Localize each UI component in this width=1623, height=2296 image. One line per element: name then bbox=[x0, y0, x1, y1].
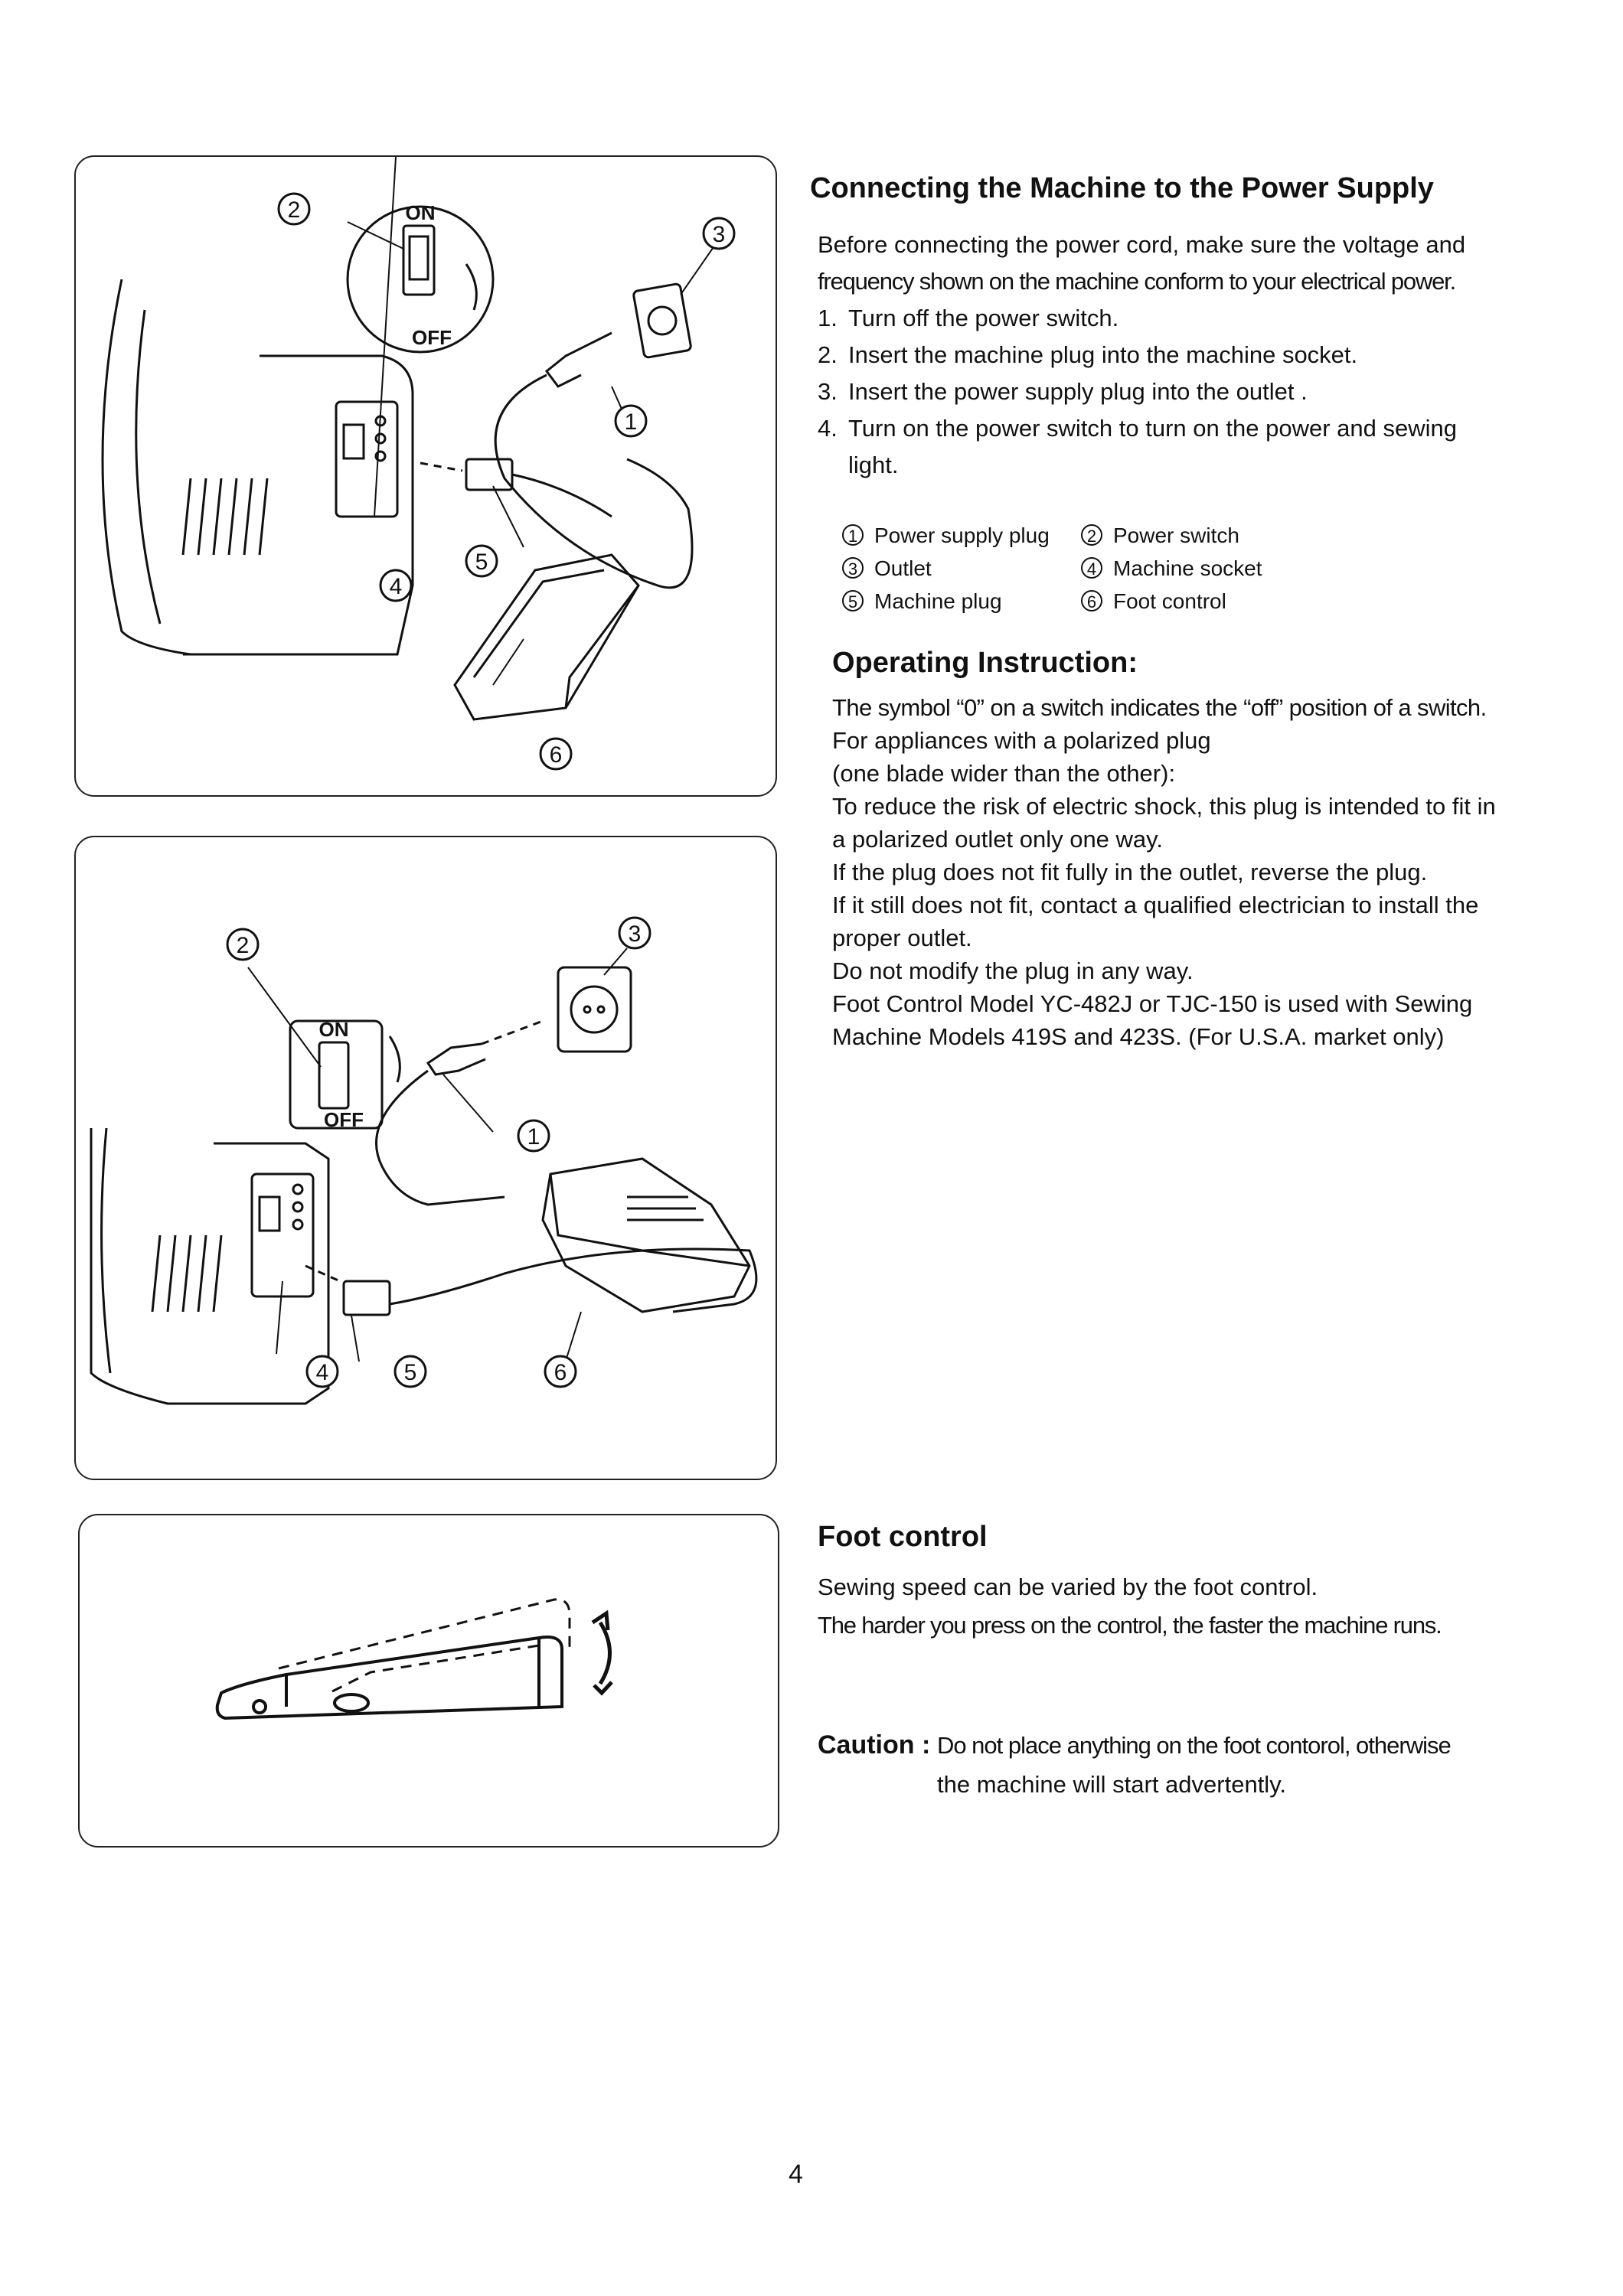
callout-1: 1 bbox=[625, 409, 638, 435]
callout-3: 3 bbox=[713, 222, 726, 247]
figure-panel-us-plug: ON OFF 2 3 1 4 5 6 bbox=[74, 155, 777, 797]
instruction-line: Foot Control Model YC-482J or TJC-150 is… bbox=[832, 990, 1473, 1017]
instruction-line: Do not modify the plug in any way. bbox=[832, 957, 1194, 984]
foot-control-line-2: The harder you press on the control, the… bbox=[818, 1612, 1442, 1639]
step-text: light. bbox=[848, 452, 899, 478]
section-title-power-supply: Connecting the Machine to the Power Supp… bbox=[810, 172, 1434, 204]
instruction-line: (one blade wider than the other): bbox=[832, 760, 1176, 787]
callout-6: 6 bbox=[550, 742, 563, 768]
step-item: 3. Insert the power supply plug into the … bbox=[818, 373, 1457, 410]
illustration-us-plug: ON OFF 2 3 1 4 5 6 bbox=[101, 157, 736, 771]
step-item: 4. Turn on the power switch to turn on th… bbox=[818, 410, 1457, 447]
callout-1-b: 1 bbox=[527, 1124, 540, 1150]
callout-5: 5 bbox=[475, 550, 488, 575]
callout-3-b: 3 bbox=[629, 921, 642, 947]
caution-line-1: Do not place anything on the foot contor… bbox=[936, 1732, 1452, 1759]
legend-label: Outlet bbox=[874, 556, 932, 580]
legend-num: 2 bbox=[1081, 523, 1102, 546]
switch-on-label-2: ON bbox=[319, 1018, 349, 1041]
switch-off-label-2: OFF bbox=[324, 1108, 364, 1131]
instruction-line: a polarized outlet only one way. bbox=[832, 826, 1163, 853]
callout-2: 2 bbox=[288, 197, 301, 223]
legend-num: 6 bbox=[1081, 589, 1102, 612]
switch-on-label: ON bbox=[406, 201, 436, 224]
callout-6-b: 6 bbox=[554, 1360, 567, 1385]
parts-legend: 1 Power supply plug 2 Power switch 3 Outlet… bbox=[842, 519, 1378, 626]
instruction-line: proper outlet. bbox=[832, 925, 972, 951]
foot-control-line-1: Sewing speed can be varied by the foot c… bbox=[818, 1574, 1318, 1600]
legend-item: 3 Outlet bbox=[842, 552, 932, 585]
legend-num: 3 bbox=[842, 556, 864, 579]
legend-label: Power switch bbox=[1113, 523, 1239, 547]
callout-5-b: 5 bbox=[404, 1360, 417, 1385]
illustration-eu-plug: ON OFF 2 3 1 4 5 6 bbox=[90, 916, 758, 1405]
intro-line-2: frequency shown on the machine conform t… bbox=[818, 268, 1456, 295]
legend-label: Machine plug bbox=[874, 589, 1002, 613]
page-number: 4 bbox=[789, 2160, 803, 2189]
figure-panel-eu-plug: ON OFF 2 3 1 4 5 6 bbox=[74, 836, 777, 1480]
illustration-foot-control-side bbox=[215, 1598, 613, 1720]
caution-line-2: the machine will start advertently. bbox=[937, 1771, 1287, 1798]
instruction-line: Machine Models 419S and 423S. (For U.S.A… bbox=[832, 1023, 1445, 1050]
legend-item: 6 Foot control bbox=[1081, 585, 1226, 618]
step-num: 1. bbox=[818, 305, 838, 331]
legend-item: 1 Power supply plug bbox=[842, 519, 1050, 552]
instruction-line: The symbol “0” on a switch indicates the… bbox=[832, 694, 1487, 721]
legend-num: 4 bbox=[1081, 556, 1102, 579]
caution-note-continued: the machine will start advertently. bbox=[937, 1766, 1286, 1804]
step-text: Insert the power supply plug into the ou… bbox=[848, 378, 1308, 405]
legend-num: 5 bbox=[842, 589, 864, 612]
step-item: 1. Turn off the power switch. bbox=[818, 300, 1457, 337]
caution-label: Caution : bbox=[818, 1730, 931, 1760]
legend-item: 5 Machine plug bbox=[842, 585, 1002, 618]
legend-item: 4 Machine socket bbox=[1081, 552, 1262, 585]
figure-panel-foot-control bbox=[78, 1514, 779, 1848]
step-num: 4. bbox=[818, 415, 838, 442]
section-title-foot-control: Foot control bbox=[818, 1521, 988, 1553]
legend-label: Foot control bbox=[1113, 589, 1226, 613]
steps-list: 1. Turn off the power switch. 2. Insert th… bbox=[818, 300, 1457, 484]
legend-label: Power supply plug bbox=[874, 523, 1050, 547]
section-title-operating-instruction: Operating Instruction: bbox=[832, 647, 1138, 679]
step-item: light. bbox=[818, 447, 1457, 484]
instruction-line: For appliances with a polarized plug bbox=[832, 727, 1211, 754]
legend-label: Machine socket bbox=[1113, 556, 1262, 580]
step-text: Turn off the power switch. bbox=[848, 305, 1119, 331]
intro-line-1: Before connecting the power cord, make s… bbox=[818, 231, 1466, 258]
operating-instruction-text: The symbol “0” on a switch indicates the… bbox=[832, 691, 1496, 1053]
legend-item: 2 Power switch bbox=[1081, 519, 1239, 552]
step-text: Turn on the power switch to turn on the … bbox=[848, 415, 1457, 442]
instruction-line: If the plug does not fit fully in the ou… bbox=[832, 859, 1428, 885]
instruction-line: To reduce the risk of electric shock, th… bbox=[832, 793, 1496, 820]
step-text: Insert the machine plug into the machine… bbox=[848, 341, 1358, 368]
switch-off-label: OFF bbox=[412, 326, 452, 349]
instruction-line: If it still does not fit, contact a qual… bbox=[832, 892, 1479, 918]
callout-4-b: 4 bbox=[316, 1360, 329, 1385]
step-num: 3. bbox=[818, 378, 838, 405]
caution-note: Caution : Do not place anything on the f… bbox=[818, 1726, 1452, 1765]
legend-num: 1 bbox=[842, 523, 864, 546]
step-item: 2. Insert the machine plug into the machi… bbox=[818, 337, 1457, 373]
callout-2-b: 2 bbox=[237, 933, 250, 958]
callout-4: 4 bbox=[390, 574, 403, 599]
step-num: 2. bbox=[818, 341, 838, 368]
